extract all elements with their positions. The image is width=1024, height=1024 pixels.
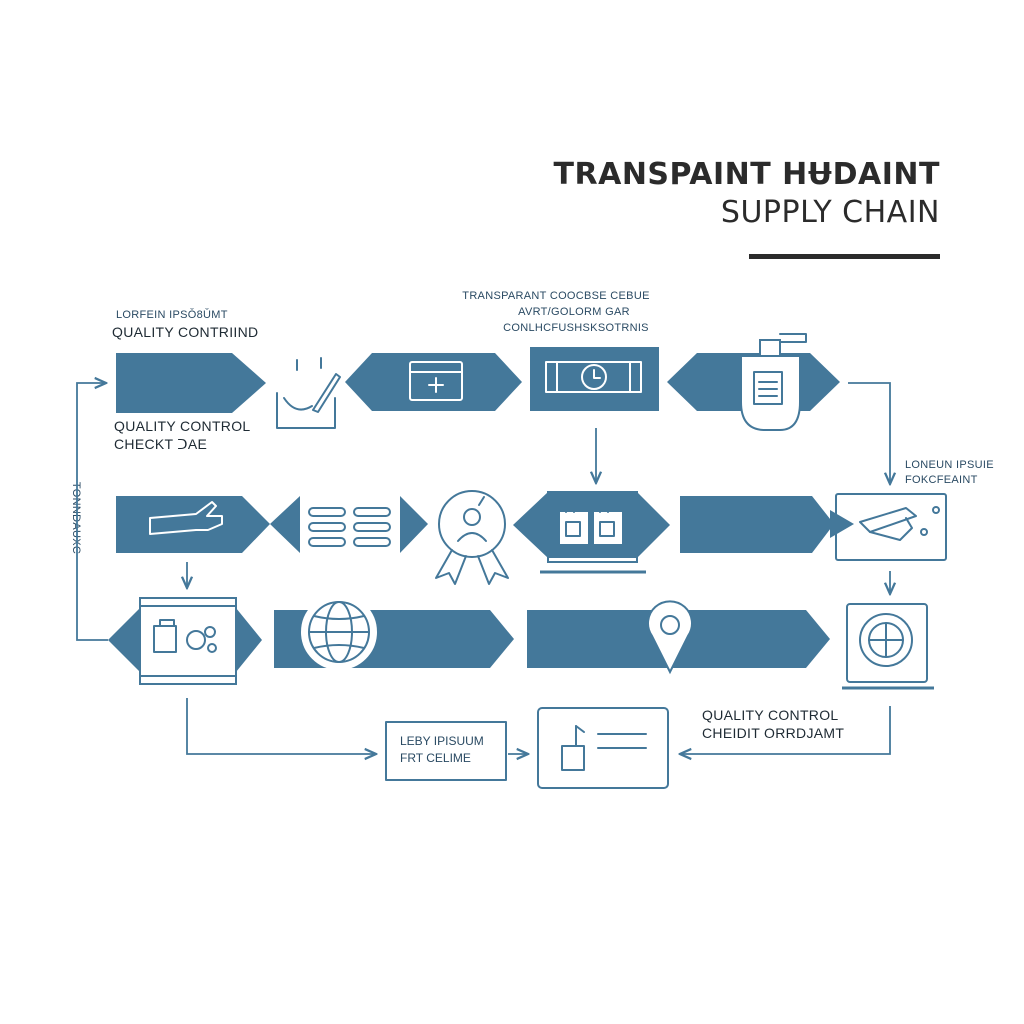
right-small-label-1: LONEUN IPSUIE — [905, 459, 994, 471]
center-top-label-2: AVRT/GOLORM GAR — [518, 306, 630, 318]
qc-bottom-label-2: CHEIDIT ORRDJAMT — [702, 725, 844, 741]
step-hexagon-1 — [345, 353, 522, 411]
connector-left-loop — [76, 383, 108, 641]
connector-bottom-left — [186, 698, 376, 754]
award-person-icon — [435, 490, 509, 585]
bottom-text-box — [385, 721, 507, 781]
center-top-label-3: CONLHCFUSHSKSOTRNIS — [503, 322, 649, 334]
connector-right-down-1 — [848, 382, 890, 484]
clock-panel-icon — [545, 361, 642, 393]
location-pin-icon — [647, 600, 693, 675]
title-line-1: TRANSPAINT HɄDAINT — [554, 157, 940, 192]
title-underline — [749, 254, 940, 259]
checklist-pen-icon — [276, 357, 341, 429]
bottle-document-icon — [740, 333, 807, 431]
gears-panel-icon — [108, 597, 262, 685]
right-small-label-2: FOKCFEAINT — [905, 474, 978, 486]
first-aid-box-icon — [409, 361, 463, 401]
boxes-icon — [540, 491, 646, 574]
bottom-box-label-2: FRT CELIME — [400, 751, 471, 765]
clipboard-cup-icon — [537, 707, 669, 789]
qc-check-label-2: CHECKT ᑐAE — [114, 436, 207, 452]
pencil-tag-icon — [830, 493, 947, 561]
hand-icon — [149, 501, 223, 535]
step-hexagon-3 — [513, 492, 670, 558]
qc-bottom-label-1: QUALITY CONTROL — [702, 707, 839, 723]
qc-check-label-1: QUALITY CONTROL — [114, 418, 251, 434]
step-pointer-2 — [400, 496, 428, 553]
top-left-small-label: LORFEIN IPSǑ8ǓMT — [116, 308, 228, 321]
step-arrow-3 — [680, 496, 834, 553]
step-arrow-1 — [116, 353, 266, 413]
title-line-2: SUPPLY CHAIN — [721, 195, 940, 230]
left-vertical-label: TONNDAUXC — [70, 482, 82, 554]
step-wedge-2 — [270, 496, 300, 553]
globe-monitor-icon — [842, 603, 934, 690]
connector-bottom-right — [680, 706, 891, 754]
center-top-label-1: TRANSPARANT COOCBSE CEBUE — [462, 290, 649, 302]
step-arrow-2 — [116, 496, 270, 553]
bottom-box-label-1: LEBY IPISUUM — [400, 734, 484, 748]
top-left-main-label: QUALITY CONTRIIND — [112, 324, 258, 340]
globe-icon — [301, 594, 377, 670]
list-lines-icon — [308, 507, 391, 547]
